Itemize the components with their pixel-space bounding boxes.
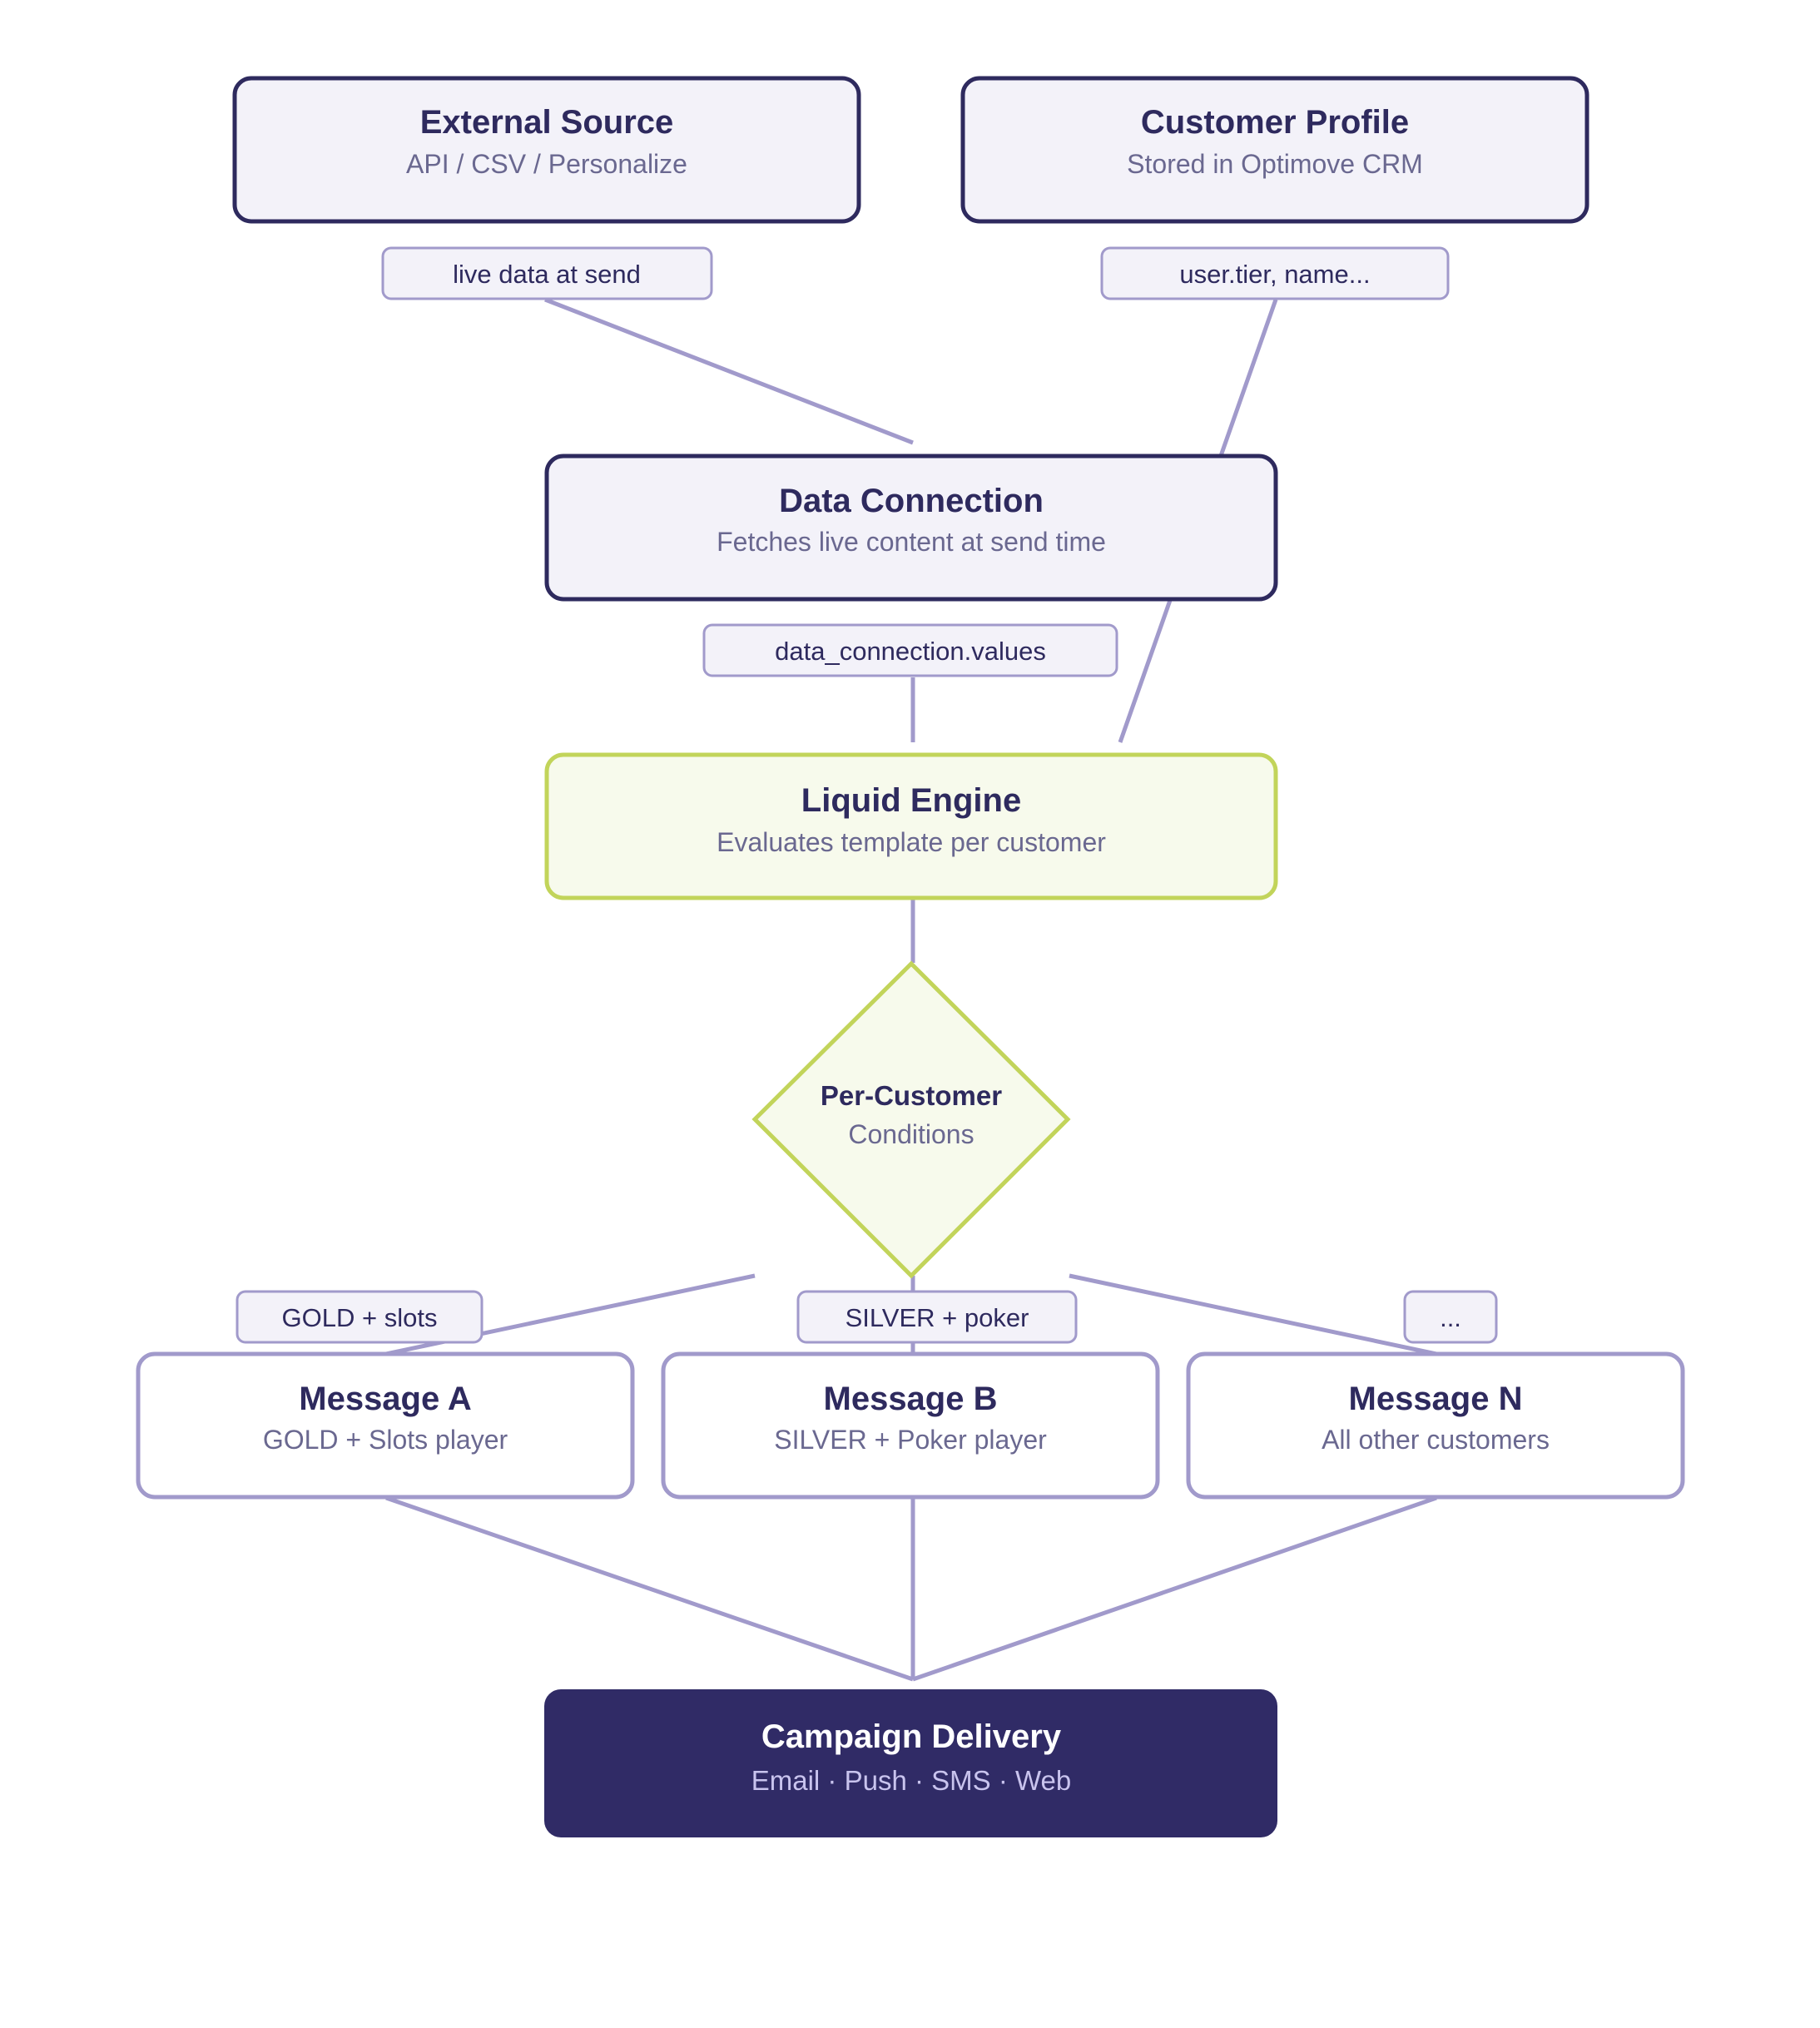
node-customer-profile: Customer Profile Stored in Optimove CRM: [960, 76, 1589, 224]
node-external-source: External Source API / CSV / Personalize: [232, 76, 861, 224]
campaign-delivery-box: [544, 1689, 1277, 1837]
edge-label-user-fields-box: [1100, 246, 1450, 300]
edge-label-dc-values: data_connection.values: [702, 623, 1118, 677]
edge-label-gold-slots: GOLD + slots: [236, 1290, 484, 1344]
edge-label-live-data-text: live data at send: [453, 260, 641, 289]
message-n-subtitle: All other customers: [1322, 1425, 1550, 1455]
message-a-box: [136, 1351, 635, 1500]
edge-label-silver-poker: SILVER + poker: [796, 1290, 1078, 1344]
edge-label-live-data: live data at send: [381, 246, 713, 300]
liquid-engine-title: Liquid Engine: [801, 782, 1021, 819]
edge-label-user-fields-text: user.tier, name...: [1179, 260, 1370, 289]
node-message-b: Message B SILVER + Poker player: [661, 1351, 1160, 1500]
message-a-subtitle: GOLD + Slots player: [263, 1425, 508, 1455]
edge-label-live-data-box: [381, 246, 713, 300]
edge-label-silver-poker-box: [796, 1290, 1078, 1344]
node-message-a: Message A GOLD + Slots player: [136, 1351, 635, 1500]
message-b-subtitle: SILVER + Poker player: [774, 1425, 1047, 1455]
external-source-box: [232, 76, 861, 224]
decision-subtitle: Conditions: [848, 1119, 974, 1149]
liquid-engine-subtitle: Evaluates template per customer: [717, 827, 1106, 857]
campaign-delivery-subtitle: Email · Push · SMS · Web: [751, 1765, 1071, 1796]
external-source-title: External Source: [420, 104, 674, 141]
edge-message-a-to-delivery: [385, 1495, 914, 1682]
external-source-subtitle: API / CSV / Personalize: [406, 149, 687, 179]
liquid-engine-box: [544, 752, 1278, 900]
customer-profile-subtitle: Stored in Optimove CRM: [1127, 149, 1423, 179]
node-campaign-delivery: Campaign Delivery Email · Push · SMS · W…: [544, 1689, 1277, 1837]
edge-message-n-to-delivery: [912, 1495, 1437, 1682]
node-decision: Per-Customer Conditions: [751, 960, 1071, 1279]
edge-label-silver-poker-text: SILVER + poker: [846, 1303, 1029, 1332]
edge-label-other-box: [1403, 1290, 1498, 1344]
data-connection-box: [544, 454, 1278, 602]
decision-diamond: [751, 960, 1071, 1279]
edges: [385, 297, 1437, 1682]
node-liquid-engine: Liquid Engine Evaluates template per cus…: [544, 752, 1278, 900]
message-a-title: Message A: [299, 1381, 472, 1417]
edge-label-gold-slots-text: GOLD + slots: [282, 1303, 438, 1332]
message-n-title: Message N: [1349, 1381, 1523, 1417]
node-message-n: Message N All other customers: [1186, 1351, 1685, 1500]
edge-label-gold-slots-box: [236, 1290, 484, 1344]
customer-profile-title: Customer Profile: [1141, 104, 1409, 141]
edge-label-dc-values-text: data_connection.values: [775, 637, 1046, 666]
edge-label-other-text: ...: [1440, 1303, 1461, 1332]
data-connection-title: Data Connection: [779, 483, 1044, 519]
decision-title: Per-Customer: [821, 1080, 1002, 1111]
data-connection-subtitle: Fetches live content at send time: [717, 527, 1106, 557]
message-b-title: Message B: [824, 1381, 998, 1417]
edge-label-user-fields: user.tier, name...: [1100, 246, 1450, 300]
customer-profile-box: [960, 76, 1589, 224]
node-data-connection: Data Connection Fetches live content at …: [544, 454, 1278, 602]
message-b-box: [661, 1351, 1160, 1500]
edge-external-to-data-connection: [544, 297, 914, 445]
message-n-box: [1186, 1351, 1685, 1500]
edge-label-dc-values-box: [702, 623, 1118, 677]
edge-label-other: ...: [1403, 1290, 1498, 1344]
campaign-delivery-title: Campaign Delivery: [761, 1718, 1062, 1755]
edge-decision-to-message-n: [1069, 1273, 1437, 1356]
